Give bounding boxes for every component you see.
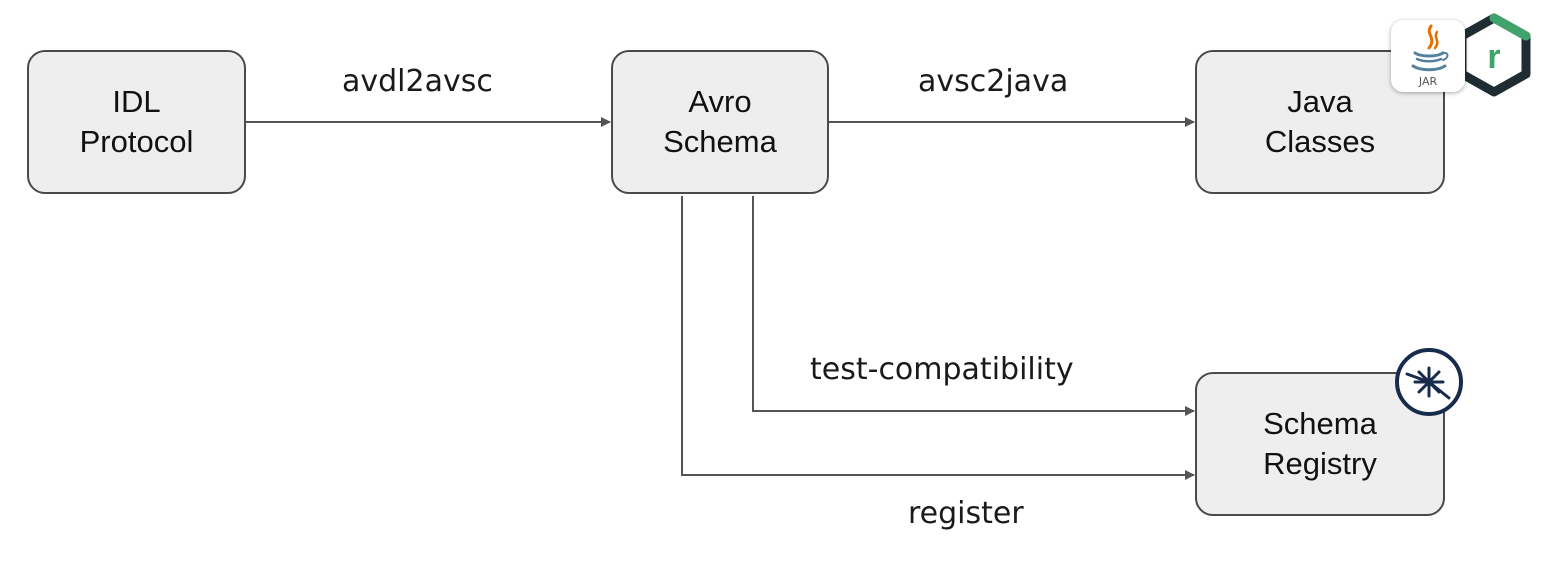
java-classes-line1: Java [1287,84,1353,119]
jar-label: JAR [1418,75,1438,88]
avro-schema-line1: Avro [688,84,752,119]
schema-registry-line1: Schema [1263,406,1377,441]
avro-schema-node: Avro Schema [611,50,829,194]
java-jar-icon: JAR [1391,20,1465,92]
edge-label-avdl2avsc: avdl2avsc [342,64,493,99]
r-hexagon-icon: r [1457,13,1531,97]
edge-label-register: register [908,496,1024,531]
java-classes-line2: Classes [1264,124,1376,159]
idl-protocol-line1: IDL [112,84,161,119]
confluent-icon [1395,348,1463,416]
idl-protocol-line2: Protocol [79,124,194,159]
edge-label-test-compatibility: test-compatibility [810,352,1074,387]
edge-label-avsc2java: avsc2java [918,64,1069,99]
arrow-test-compatibility [752,196,1195,416]
schema-registry-line2: Registry [1263,446,1377,481]
r-hexagon-letter: r [1487,38,1500,76]
avro-schema-line2: Schema [663,124,777,159]
idl-protocol-node: IDL Protocol [27,50,246,194]
arrow-register [681,196,1195,480]
